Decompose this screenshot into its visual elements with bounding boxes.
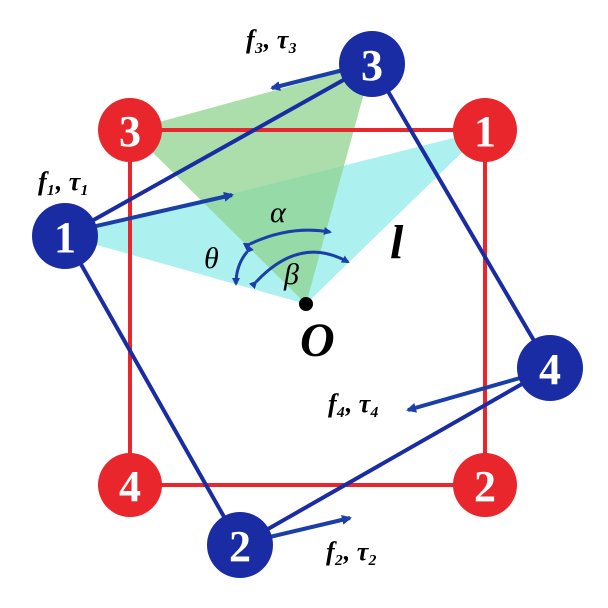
blue-node-4-label: 4 — [539, 345, 561, 394]
blue-node-4: 4 — [517, 335, 583, 401]
force-label-2: f₂, τ₂ — [326, 537, 377, 566]
force-label-4: f₄, τ₄ — [328, 389, 379, 418]
theta-label: θ — [204, 242, 219, 275]
beta-arc — [248, 250, 350, 290]
blue-node-3: 3 — [339, 31, 405, 97]
force-label-3: f₃, τ₃ — [246, 25, 297, 54]
force-label-1: f₁, τ₁ — [38, 167, 89, 196]
blue-node-2: 2 — [207, 512, 273, 578]
blue-node-1: 1 — [32, 203, 98, 269]
red-node-2-label: 2 — [474, 462, 496, 511]
blue-node-3-label: 3 — [361, 41, 383, 90]
theta-arc — [232, 244, 254, 286]
red-node-1-label: 1 — [474, 107, 496, 156]
red-node-3-label: 3 — [119, 107, 141, 156]
red-node-1: 1 — [453, 98, 517, 162]
length-label: l — [390, 216, 404, 269]
origin-label: O — [300, 314, 335, 367]
force-arrow-1 — [69, 191, 234, 234]
blue-node-2-label: 2 — [229, 522, 251, 571]
alpha-label: α — [270, 196, 287, 229]
beta-label: β — [283, 258, 299, 291]
red-node-3: 3 — [98, 98, 162, 162]
red-node-4: 4 — [98, 453, 162, 517]
blue-node-1-label: 1 — [54, 213, 76, 262]
red-node-2: 2 — [453, 453, 517, 517]
red-node-4-label: 4 — [119, 462, 141, 511]
alpha-arc — [242, 227, 332, 251]
origin-point — [299, 297, 313, 311]
